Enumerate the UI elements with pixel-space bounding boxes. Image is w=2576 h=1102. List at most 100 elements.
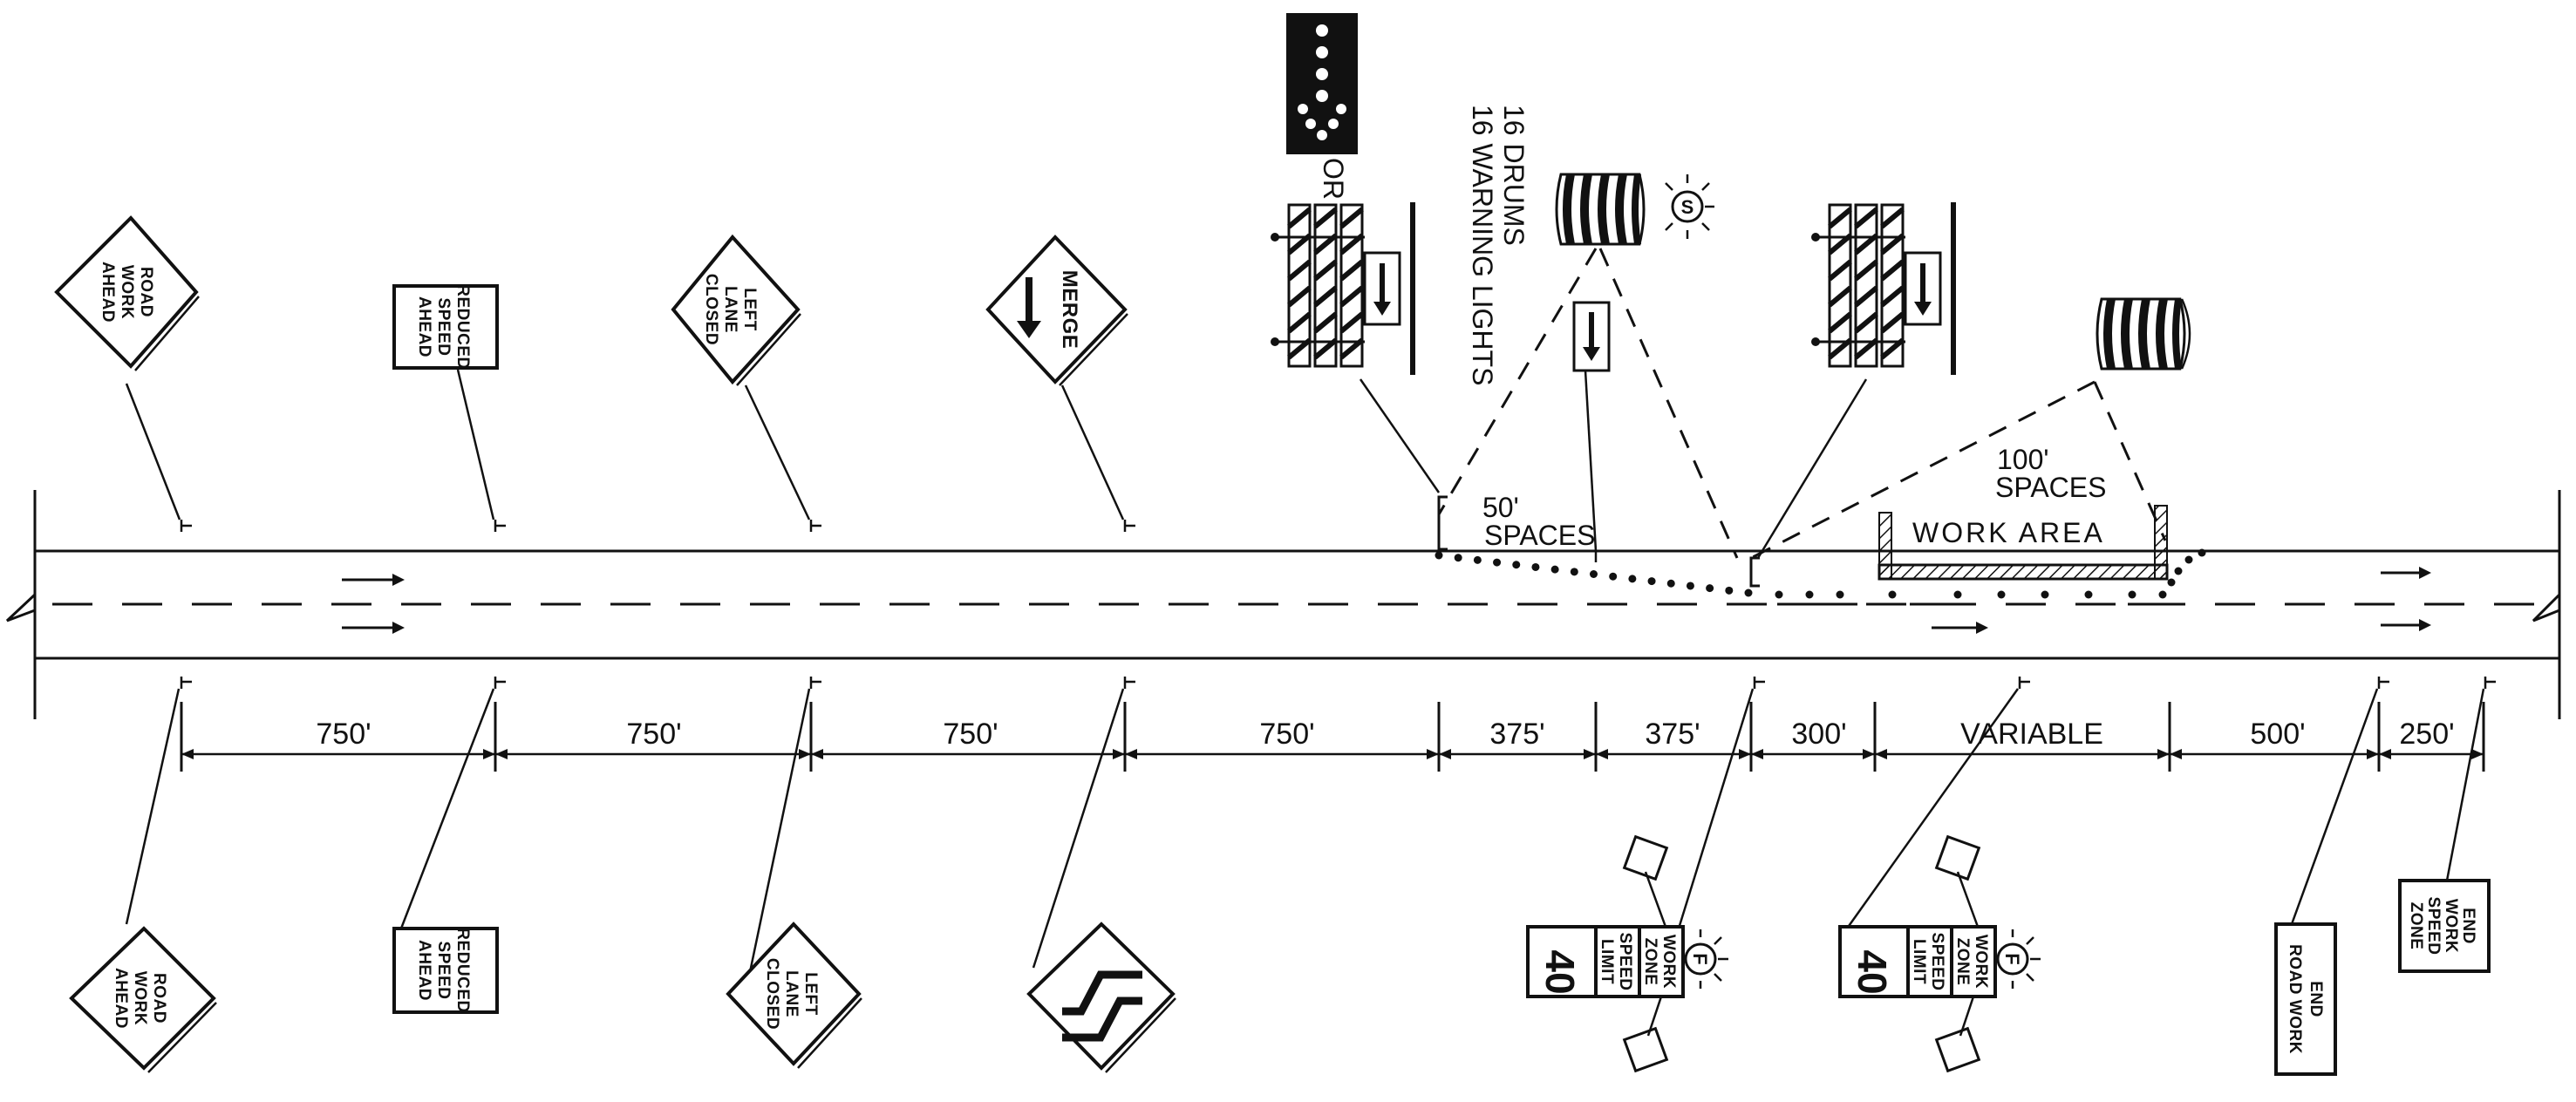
dimension-arrowhead: [1739, 749, 1751, 759]
drum-dot: [1775, 590, 1783, 599]
dimension-arrowhead: [495, 749, 508, 759]
sign-text: REDUCED: [453, 928, 472, 1012]
speed-value: 40: [1850, 949, 1895, 994]
sign-text: SPEED: [2424, 897, 2443, 956]
work-area-label: WORK AREA: [1912, 517, 2105, 548]
break-mark-right: [2532, 593, 2561, 622]
or-label: OR: [1318, 158, 1349, 200]
drum-dot: [1570, 568, 1578, 576]
lane-reduction-icon: [1062, 970, 1142, 1042]
drum-dot: [1666, 579, 1675, 588]
drum-dot: [1686, 582, 1694, 590]
spacing-label: SPACES: [1484, 520, 1595, 551]
sign-text: WORK: [1972, 935, 1990, 989]
drum-dot: [2174, 567, 2183, 575]
dimension-label: 500': [2250, 718, 2305, 751]
drum-dot: [2184, 555, 2193, 564]
dimension-arrowhead: [1125, 749, 1137, 759]
drum-dot: [2158, 590, 2167, 599]
roadway: [5, 490, 2561, 719]
warning-lights-note: 16 WARNING LIGHTS: [1467, 105, 1498, 385]
drum-dot: [2128, 590, 2136, 599]
arrow-icon: [342, 574, 405, 586]
sign-text: LIMIT: [1910, 939, 1928, 984]
sign-text: AHEAD: [99, 262, 117, 323]
sign-text: WORK: [1659, 935, 1678, 989]
sign-text: LIMIT: [1598, 939, 1616, 984]
taper-start-bracket: [1437, 495, 1448, 551]
sign-text: END: [2459, 908, 2477, 944]
dimension-arrowhead: [2471, 749, 2484, 759]
drum-dot: [1706, 584, 1714, 593]
sign-text: ZONE: [1953, 938, 1972, 986]
drum: [2096, 297, 2191, 371]
sign-text: CLOSED: [763, 958, 781, 1030]
dimension-label: 750': [1259, 718, 1314, 751]
drum-dot: [1628, 575, 1637, 583]
sign-text: END: [2307, 981, 2325, 1017]
barricade: [1271, 202, 1441, 493]
sign-text: WORK: [131, 971, 149, 1025]
drum-dot: [2167, 578, 2176, 587]
speed-value: 40: [1537, 949, 1583, 994]
drum-dot: [2084, 590, 2093, 599]
spacing-label: 100': [1997, 444, 2049, 475]
speed-zone-assembly: 40 SPEED LIMIT WORK ZONE F: [1838, 688, 2041, 1073]
flasher-light-icon: [1996, 942, 2029, 976]
arrow-panel: [1572, 301, 1611, 552]
sign-text: AHEAD: [415, 940, 433, 1001]
dimension-arrowhead: [1863, 749, 1875, 759]
drum-dot: [1725, 586, 1734, 595]
sign-text: ROAD WORK: [2286, 944, 2304, 1054]
sign-text: LANE: [782, 970, 801, 1017]
dimension-arrowhead: [181, 749, 194, 759]
sign-text: ROAD: [150, 973, 168, 1024]
drum-dot: [1512, 561, 1521, 569]
dimension-arrowhead: [811, 749, 823, 759]
sign-text: SPEED: [434, 298, 453, 357]
drum-dot: [1647, 577, 1656, 586]
dimension-label: VARIABLE: [1960, 718, 2103, 751]
sign-text: SPEED: [1616, 933, 1634, 991]
drum-taper-dots: [1435, 548, 2206, 606]
sign-text: AHEAD: [415, 296, 433, 357]
drum-dot: [2041, 590, 2049, 599]
sign-text: LEFT: [740, 288, 759, 331]
flasher-letter: S: [1681, 196, 1694, 218]
dimension-arrowhead: [2157, 749, 2170, 759]
dimension-arrowhead: [2379, 749, 2391, 759]
drum-dot: [1435, 551, 1443, 560]
post-markers-bottom: [180, 677, 2496, 689]
dimension-line: 750' 750' 750' 750' 375' 375' 300' VARIA…: [180, 702, 2485, 772]
sign-text: LEFT: [801, 972, 820, 1016]
dimension-arrowhead: [2367, 749, 2379, 759]
flasher-light-icon: [1684, 942, 1717, 976]
arrow-icon: [342, 622, 405, 634]
sign-text: SPEED: [1928, 933, 1946, 991]
dimension-arrowhead: [1751, 749, 1763, 759]
drums-note: 16 DRUMS: [1498, 105, 1530, 246]
drum-with-light: S: [1555, 173, 1714, 246]
sign-text: CLOSED: [702, 274, 720, 345]
lane-reduction-sign-bottom: [1026, 688, 1176, 1073]
drum-dot: [1550, 565, 1559, 574]
drum-dot: [1473, 555, 1482, 564]
break-mark-left: [5, 593, 37, 622]
dimension-arrowhead: [1439, 749, 1451, 759]
dimension-label: 750': [626, 718, 681, 751]
left-lane-closed-sign-top: LEFT LANE CLOSED: [671, 234, 811, 520]
road-work-ahead-sign-top: ROAD WORK AHEAD: [54, 215, 200, 520]
dimension-label: 375': [1489, 718, 1544, 751]
drum-dot: [1531, 562, 1540, 571]
sign-text: REDUCED: [453, 284, 472, 369]
sign-text: WORK: [2442, 899, 2460, 953]
speed-zone-assembly: 40 SPEED LIMIT WORK ZONE F: [1526, 688, 1755, 1073]
drum-dot: [1454, 554, 1462, 562]
sign-text: MERGE: [1058, 270, 1081, 350]
dimension-arrowhead: [2170, 749, 2182, 759]
sign-text: AHEAD: [112, 968, 130, 1029]
drum-dot: [1744, 588, 1753, 597]
dimension-arrowhead: [1427, 749, 1439, 759]
road-work-ahead-sign-bottom: ROAD WORK AHEAD: [69, 688, 217, 1073]
